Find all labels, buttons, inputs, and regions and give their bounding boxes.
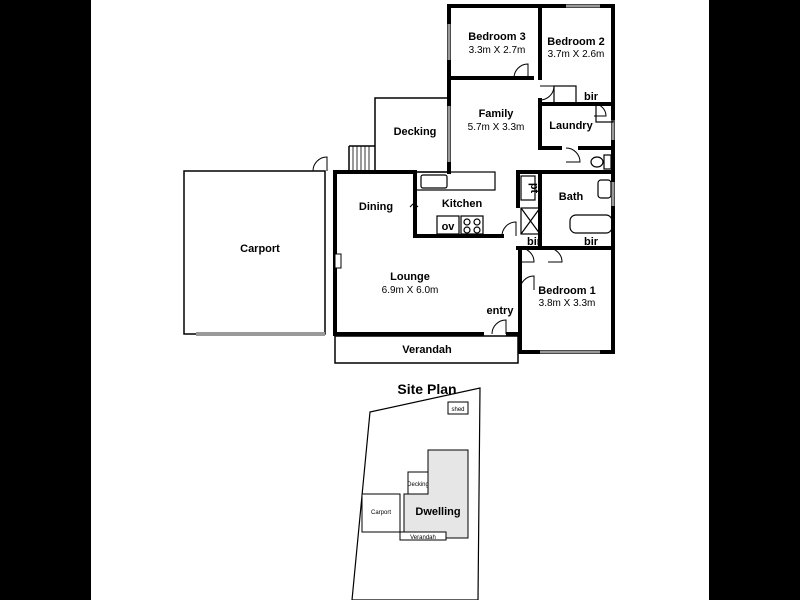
left-letterbox xyxy=(0,0,91,600)
pantry-label: pt xyxy=(528,183,540,194)
family-size: 5.7m X 3.3m xyxy=(468,122,525,133)
lounge-window xyxy=(334,253,342,269)
decking-name: Decking xyxy=(394,126,437,138)
bedroom2-name: Bedroom 2 xyxy=(547,36,604,48)
site-decking xyxy=(407,471,429,495)
verandah-structure xyxy=(334,335,519,364)
right-letterbox xyxy=(709,0,800,600)
bir-right-label: bir xyxy=(584,236,599,248)
entry-name: entry xyxy=(487,305,515,317)
site-verandah xyxy=(399,531,447,541)
family-name: Family xyxy=(479,108,515,120)
bath-name: Bath xyxy=(559,191,584,203)
dining-name: Dining xyxy=(359,201,393,213)
carport-structure xyxy=(183,170,326,336)
site-boundary xyxy=(351,387,481,600)
site-plan: Site Plan shed Decking Carport Dwelling … xyxy=(351,381,481,600)
bir-top-label: bir xyxy=(584,91,599,103)
room-labels: Bedroom 3 3.3m X 2.7m Bedroom 2 3.7m X 2… xyxy=(240,31,605,356)
bath-fittings xyxy=(520,85,614,235)
site-carport-label: Carport xyxy=(371,510,391,516)
lounge-size: 6.9m X 6.0m xyxy=(382,285,439,296)
site-shed xyxy=(447,401,469,415)
laundry-name: Laundry xyxy=(549,120,593,132)
site-plan-title: Site Plan xyxy=(397,381,456,397)
site-decking-label: Decking xyxy=(407,482,429,488)
lounge-name: Lounge xyxy=(390,271,430,283)
verandah-name: Verandah xyxy=(402,344,452,356)
kitchen-name: Kitchen xyxy=(442,198,483,210)
bedroom3-size: 3.3m X 2.7m xyxy=(469,45,526,56)
bedroom3-name: Bedroom 3 xyxy=(468,31,525,43)
carport-name: Carport xyxy=(240,243,280,255)
site-verandah-label: Verandah xyxy=(410,535,436,541)
site-carport xyxy=(361,493,401,533)
kitchen-fittings xyxy=(414,171,496,235)
bedroom1-name: Bedroom 1 xyxy=(538,285,595,297)
bir-left-label: bir xyxy=(527,236,542,248)
windows xyxy=(447,4,615,354)
bedroom2-size: 3.7m X 2.6m xyxy=(548,49,605,60)
site-dwelling-label: Dwelling xyxy=(415,506,460,518)
bedroom1-size: 3.8m X 3.3m xyxy=(539,298,596,309)
oven-label: ov xyxy=(442,221,456,233)
site-shed-label: shed xyxy=(451,407,464,413)
